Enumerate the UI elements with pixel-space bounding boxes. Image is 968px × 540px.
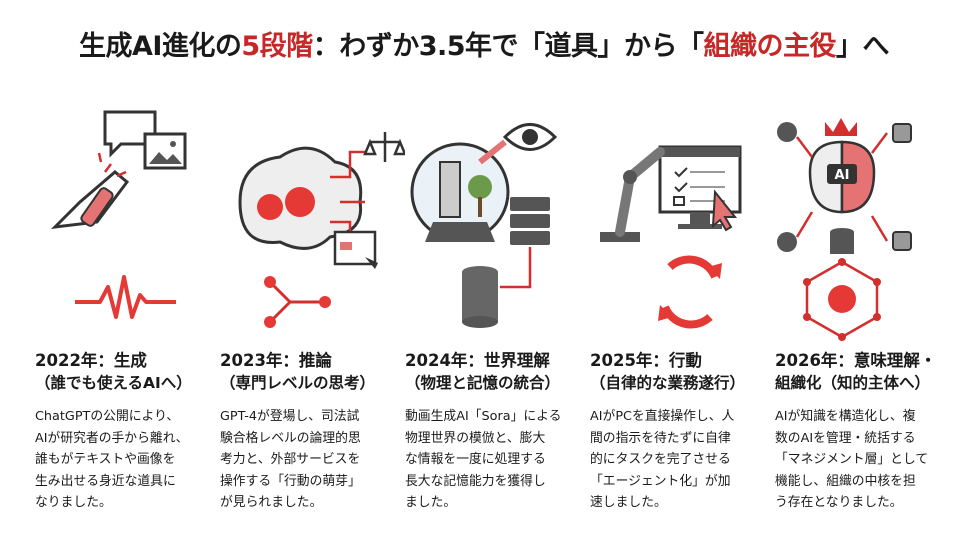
stage-subheading: （誰でも使えるAIへ） (35, 374, 192, 392)
stage-description: ChatGPTの公開により、AIが研究者の手から離れ、誰もがテキストや画像を生み… (35, 409, 189, 510)
brain-scale-icon (238, 132, 405, 328)
globe-eye-database-icon (410, 123, 558, 328)
stage-heading: 2023年：推論 (220, 351, 332, 370)
stage-heading: 2026年：意味理解・ (775, 351, 937, 370)
stage-subheading: （自律的な業務遂行） (590, 374, 746, 392)
stage-description: AIがPCを直接操作し、人間の指示を待たずに自律的にタスクを完了させる「エージェ… (590, 409, 735, 510)
stage-2026: AI 2026年：意味理解・ 組織化（知的主体へ） AIが知識を構造化し、複数の… (775, 92, 960, 514)
stage-subheading: 組織化（知的主体へ） (775, 374, 931, 392)
stage-2024: 2024年：世界理解 （物理と記憶の統合） 動画生成AI「Sora」による物理世… (405, 92, 590, 514)
stage-description: AIが知識を構造化し、複数のAIを管理・統括する「マネジメント層」として機能し、… (775, 409, 929, 510)
ai-badge: AI (835, 168, 850, 183)
stage-heading: 2024年：世界理解 (405, 351, 550, 370)
stage-heading: 2022年：生成 (35, 351, 147, 370)
stage-subheading: （物理と記憶の統合） (405, 374, 561, 392)
stage-subheading: （専門レベルの思考） (220, 374, 376, 392)
stage-2025: 2025年：行動 （自律的な業務遂行） AIがPCを直接操作し、人間の指示を待た… (590, 92, 775, 514)
stage-heading: 2025年：行動 (590, 351, 702, 370)
stage-description: GPT-4が登場し、司法試験合格レベルの論理的思考力と、外部サービスを操作する「… (220, 409, 361, 510)
ai-brain-network-icon: AI (777, 118, 912, 341)
stage-2023: 2023年：推論 （専門レベルの思考） GPT-4が登場し、司法試験合格レベルの… (220, 92, 405, 514)
page-title: 生成AI進化の5段階：わずか3.5年で「道具」から「組織の主役」へ (78, 31, 890, 62)
stage-2022: 2022年：生成 （誰でも使えるAIへ） ChatGPTの公開により、AIが研究… (35, 92, 220, 514)
hand-chat-image-icon (50, 110, 187, 319)
stage-description: 動画生成AI「Sora」による物理世界の模倣と、膨大な情報を一度に処理する長大な… (405, 409, 562, 510)
robot-arm-monitor-icon (600, 145, 742, 329)
